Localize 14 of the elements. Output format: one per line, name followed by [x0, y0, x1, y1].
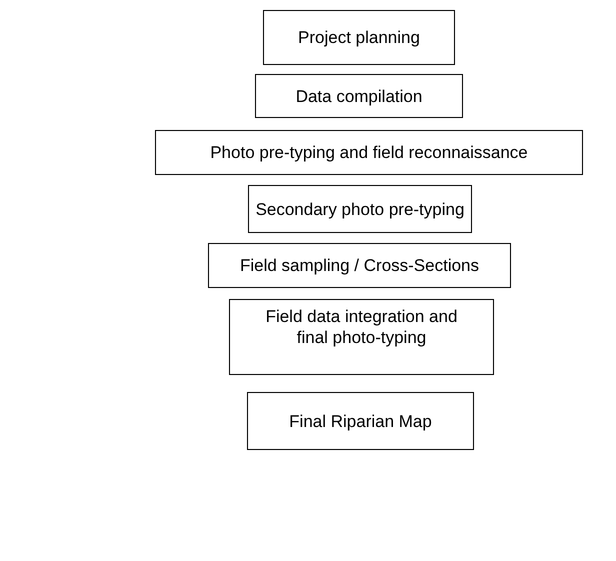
- step-label: Field data integration and final photo-typing: [264, 306, 458, 348]
- process-box: [229, 299, 494, 375]
- step-label: Final Riparian Map: [289, 410, 432, 432]
- process-box: [155, 130, 583, 175]
- step-label: Data compilation: [296, 86, 422, 106]
- process-box: [255, 74, 463, 118]
- step-label: Photo pre-typing and field reconnaissance: [210, 142, 528, 163]
- process-box: [247, 392, 474, 450]
- step-label: Project planning: [298, 27, 420, 48]
- process-box: [208, 243, 511, 288]
- process-box: [248, 185, 472, 233]
- step-label: Field sampling / Cross-Sections: [240, 255, 480, 276]
- step-label: Secondary photo pre-typing: [256, 198, 464, 220]
- process-box: [263, 10, 455, 65]
